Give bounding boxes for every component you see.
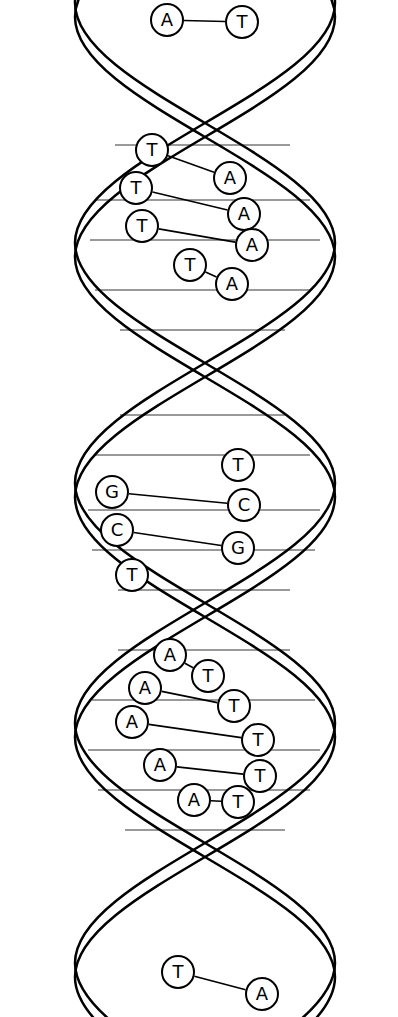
base-circle: A [153, 638, 187, 672]
base-circle: A [143, 748, 177, 782]
base-letter: T [127, 566, 138, 584]
base-circle: C [100, 513, 134, 547]
base-pair-bond [177, 767, 243, 774]
base-letter: T [131, 179, 142, 197]
base-letter: T [147, 141, 158, 159]
base-letter: A [164, 646, 176, 664]
base-circle: T [115, 558, 149, 592]
base-pair-bond [134, 533, 221, 546]
base-letter: A [139, 679, 151, 697]
base-circle: A [177, 783, 211, 817]
base-letter: G [105, 483, 119, 501]
base-letter: A [246, 236, 258, 254]
base-circle: T [173, 248, 207, 282]
base-circle: T [241, 723, 275, 757]
strand-one [75, 0, 335, 1017]
base-letter: T [233, 456, 244, 474]
base-pair-bond [153, 192, 228, 210]
base-circle: T [225, 5, 259, 39]
base-letter: T [253, 731, 264, 749]
base-letter: T [173, 963, 184, 981]
base-letter: T [185, 256, 196, 274]
rungs [88, 145, 320, 830]
base-circle: T [221, 448, 255, 482]
base-letter: A [238, 205, 250, 223]
base-pair-bond [194, 976, 245, 989]
base-letter: A [126, 713, 138, 731]
base-pair-bond [168, 156, 214, 173]
base-circle: A [227, 197, 261, 231]
base-letter: C [111, 521, 124, 539]
base-pair-bond [211, 800, 221, 802]
base-pair-bond [162, 691, 218, 702]
base-circle: T [191, 659, 225, 693]
base-letter: A [161, 11, 173, 29]
base-pair-bond [149, 724, 241, 737]
base-letter: T [229, 697, 240, 715]
base-circle: T [119, 171, 153, 205]
base-circle: A [235, 228, 269, 262]
base-pair-bond [206, 272, 217, 277]
base-circle: A [245, 977, 279, 1011]
base-circle: T [135, 133, 169, 167]
base-letter: C [238, 496, 251, 514]
base-pair-bond [159, 229, 235, 242]
base-circle: A [215, 267, 249, 301]
base-pair-bond [129, 494, 227, 504]
base-letter: T [203, 667, 214, 685]
base-circle: T [221, 785, 255, 819]
base-circle: G [95, 475, 129, 509]
base-letter: A [256, 985, 268, 1003]
base-letter: T [237, 13, 248, 31]
base-letter: A [188, 791, 200, 809]
base-circle: T [125, 209, 159, 243]
base-letter: A [224, 169, 236, 187]
base-pair-bond [185, 663, 193, 668]
base-letter: T [255, 767, 266, 785]
base-letter: T [137, 217, 148, 235]
base-letter: G [231, 539, 245, 557]
base-circle: C [227, 488, 261, 522]
strand-two [75, 0, 335, 1017]
base-circle: A [150, 3, 184, 37]
base-circle: G [221, 531, 255, 565]
base-letter: A [154, 756, 166, 774]
base-circle: T [161, 955, 195, 989]
base-pair-bond [184, 21, 225, 22]
base-letter: T [233, 793, 244, 811]
base-circle: A [115, 705, 149, 739]
base-circle: T [217, 689, 251, 723]
base-circle: A [128, 671, 162, 705]
base-circle: A [213, 161, 247, 195]
base-letter: A [226, 275, 238, 293]
